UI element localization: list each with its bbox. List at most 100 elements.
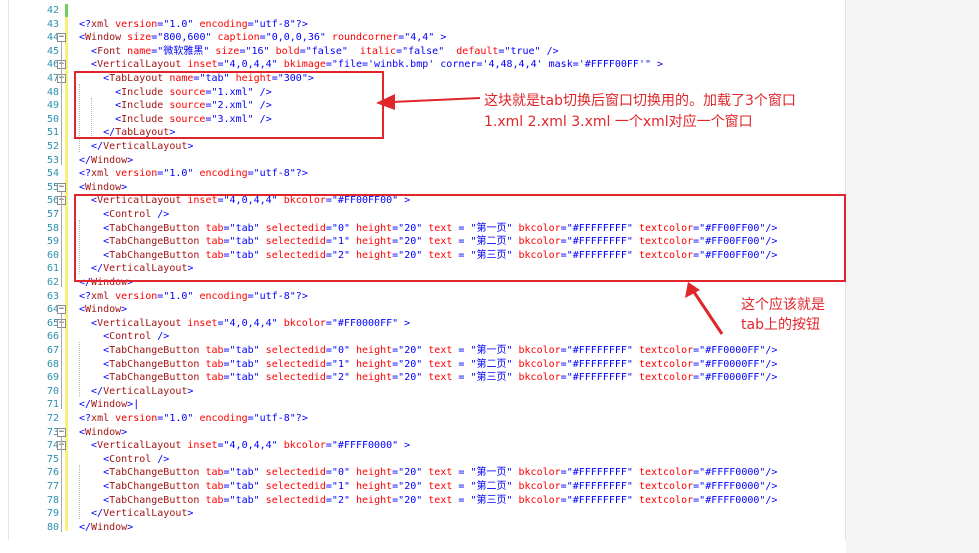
code-token: =	[452, 222, 471, 234]
code-token: "false"	[305, 45, 348, 57]
code-token: "#FF0000FF"	[699, 358, 766, 370]
code-token: =	[693, 249, 700, 261]
code-token: VerticalLayout	[103, 141, 188, 152]
code-token: bkcolor	[512, 222, 561, 234]
code-line[interactable]: 74 <VerticalLayout inset="4,0,4,4" bkcol…	[9, 439, 847, 453]
code-token: textcolor	[632, 236, 694, 248]
code-token: <	[79, 372, 110, 384]
code-text: <?xml version="1.0" encoding="utf-8"?>	[79, 290, 308, 304]
fold-minus-icon[interactable]: −	[57, 304, 66, 315]
fold-guide	[61, 314, 62, 410]
code-line[interactable]: 75 <Control />	[9, 453, 847, 467]
code-line[interactable]: 76 <TabChangeButton tab="tab" selectedid…	[9, 466, 847, 480]
code-token: =	[151, 45, 158, 57]
code-line[interactable]: 47 <TabLayout name="tab" height="300">	[9, 72, 847, 86]
code-line[interactable]: 60 <TabChangeButton tab="tab" selectedid…	[9, 249, 847, 263]
code-line[interactable]: 57 <Control />	[9, 208, 847, 222]
code-token: Window	[85, 32, 122, 44]
code-line[interactable]: 73<Window>	[9, 426, 847, 440]
line-number: 48	[46, 86, 59, 98]
code-token: "第一页"	[470, 467, 513, 479]
line-number: 52	[46, 141, 59, 152]
code-line[interactable]: 78 <TabChangeButton tab="tab" selectedid…	[9, 494, 847, 508]
code-line[interactable]: 45 <Font name="微软雅黑" size="16" bold="fal…	[9, 45, 847, 59]
code-line[interactable]: 46 <VerticalLayout inset="4,0,4,4" bkima…	[9, 58, 847, 72]
code-token: <	[79, 358, 110, 370]
line-number: 55	[46, 181, 59, 193]
code-line[interactable]: 50 <Include source="3.xml" />	[9, 113, 847, 127]
code-token: <?	[79, 18, 92, 30]
code-token: Window	[91, 154, 128, 166]
code-line[interactable]: 44<Window size="800,600" caption="0,0,0,…	[9, 31, 847, 45]
code-line[interactable]: 79 </VerticalLayout>	[9, 507, 847, 521]
code-line[interactable]: 66 <Control />	[9, 330, 847, 344]
code-line[interactable]: 61 </VerticalLayout>	[9, 262, 847, 276]
code-line[interactable]: 69 <TabChangeButton tab="tab" selectedid…	[9, 371, 847, 385]
code-line[interactable]: 53</Window>	[9, 154, 847, 168]
code-token: text	[422, 372, 453, 384]
code-token: Control	[109, 331, 152, 343]
code-line[interactable]: 42	[9, 4, 847, 18]
fold-minus-icon[interactable]: −	[57, 181, 66, 192]
code-line[interactable]: 49 <Include source="2.xml" />	[9, 99, 847, 113]
code-token: ?>	[295, 413, 308, 424]
code-token: "20"	[398, 358, 423, 370]
fold-minus-icon[interactable]: −	[57, 426, 66, 437]
code-line[interactable]: 77 <TabChangeButton tab="tab" selectedid…	[9, 480, 847, 494]
code-token: =	[392, 236, 399, 248]
code-token: Font	[97, 45, 122, 57]
code-line[interactable]: 55<Window>	[9, 181, 847, 195]
code-token: "1.0"	[163, 413, 194, 424]
code-line[interactable]: 70 </VerticalLayout>	[9, 385, 847, 399]
code-token: Window	[91, 521, 128, 533]
code-token: height	[349, 222, 393, 234]
code-line[interactable]: 80</Window>	[9, 521, 847, 535]
code-line[interactable]: 56 <VerticalLayout inset="4,0,4,4" bkcol…	[9, 194, 847, 208]
code-token: selectedid	[259, 358, 326, 370]
code-token: "utf-8"	[253, 168, 296, 180]
code-text: <TabChangeButton tab="tab" selectedid="0…	[79, 344, 777, 358]
line-number: 78	[46, 494, 59, 506]
code-line[interactable]: 58 <TabChangeButton tab="tab" selectedid…	[9, 222, 847, 236]
code-token: Window	[85, 181, 122, 193]
code-line[interactable]: 63<?xml version="1.0" encoding="utf-8"?>	[9, 290, 847, 304]
code-text: <TabChangeButton tab="tab" selectedid="1…	[79, 358, 777, 372]
code-token: height	[349, 494, 393, 506]
code-token: =	[217, 59, 224, 71]
code-line[interactable]: 67 <TabChangeButton tab="tab" selectedid…	[9, 344, 847, 358]
code-line[interactable]: 51 </TabLayout>	[9, 126, 847, 140]
code-text: <TabChangeButton tab="tab" selectedid="2…	[79, 494, 777, 508]
code-line[interactable]: 68 <TabChangeButton tab="tab" selectedid…	[9, 358, 847, 372]
code-text: <VerticalLayout inset="4,0,4,4" bkimage=…	[79, 58, 663, 72]
code-line[interactable]: 59 <TabChangeButton tab="tab" selectedid…	[9, 235, 847, 249]
code-token: roundcorner	[325, 32, 399, 44]
code-token: =	[560, 358, 567, 370]
code-token: =	[271, 73, 278, 84]
code-token: =	[452, 467, 471, 479]
code-token: =	[223, 494, 230, 506]
code-line[interactable]: 72<?xml version="1.0" encoding="utf-8"?>	[9, 412, 847, 426]
fold-minus-icon[interactable]: −	[57, 32, 66, 43]
code-token: "tab"	[229, 372, 260, 384]
code-token: >	[169, 127, 176, 139]
code-line[interactable]: 62</Window>	[9, 276, 847, 290]
fold-guide	[61, 42, 62, 165]
line-number: 70	[46, 385, 59, 397]
code-token: name	[163, 73, 194, 84]
code-line[interactable]: 64<Window>	[9, 303, 847, 317]
code-token: "false"	[402, 45, 445, 57]
code-line[interactable]: 54<?xml version="1.0" encoding="utf-8"?>	[9, 167, 847, 181]
code-token: =	[560, 345, 567, 356]
code-line[interactable]: 52 </VerticalLayout>	[9, 140, 847, 154]
code-line[interactable]: 43<?xml version="1.0" encoding="utf-8"?>	[9, 18, 847, 32]
code-token: "#FF00FF00"	[331, 195, 399, 207]
fold-guide	[61, 436, 62, 532]
code-line[interactable]: 48 <Include source="1.xml" />	[9, 86, 847, 100]
code-token: =	[693, 358, 700, 370]
code-token: textcolor	[632, 358, 694, 370]
code-line[interactable]: 71</Window>|	[9, 398, 847, 412]
code-token: >	[434, 32, 447, 44]
code-line[interactable]: 65 <VerticalLayout inset="4,0,4,4" bkcol…	[9, 317, 847, 331]
